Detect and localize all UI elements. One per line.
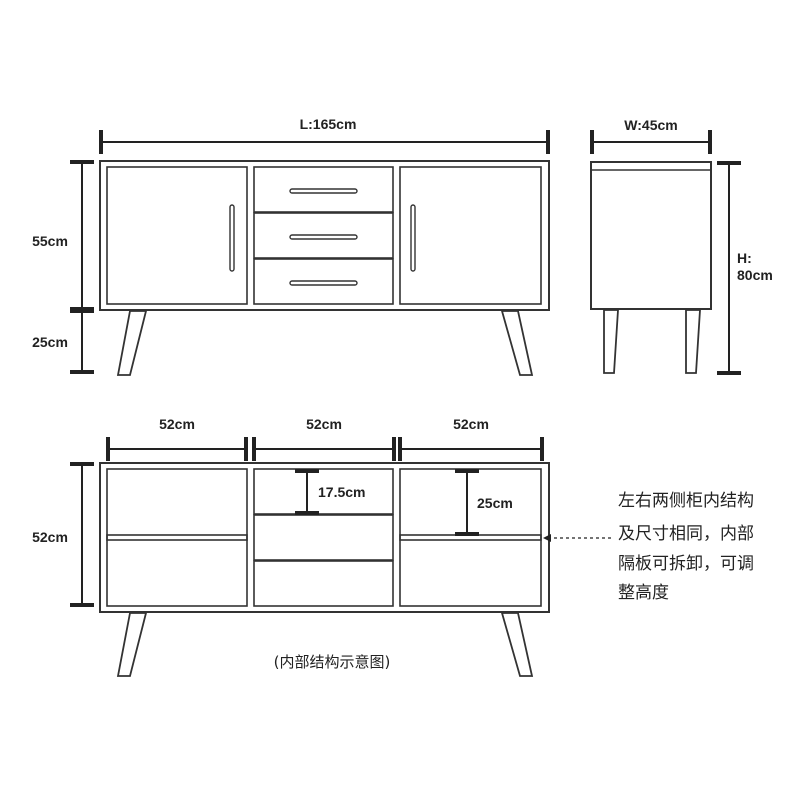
interior-right-leg [500,612,534,677]
side-panel [590,161,712,310]
front-view [70,130,550,376]
shelf-height-label: 25cm [477,495,513,511]
leg-height-label: 25cm [32,334,68,350]
cabinet-body [99,160,550,311]
right-compartment [399,468,542,607]
left-compartment [106,468,248,607]
left-door [106,166,248,305]
note-line-4: 整高度 [618,583,669,603]
height-label-line2: 80cm [737,267,773,283]
note-pointer-arrowhead [543,534,551,542]
drawer-1-handle [289,188,358,194]
right-shelf [399,534,542,541]
drawer-height-label: 17.5cm [318,484,365,500]
front-left-leg [116,310,148,376]
interior-left-leg [116,612,148,677]
body-height-label: 55cm [32,233,68,249]
note-line-2: 及尺寸相同，内部 [618,524,754,544]
interior-caption: (内部结构示意图) [274,653,391,671]
middle-drawer-3 [253,560,394,607]
front-right-leg [500,310,534,376]
drawer-2-handle [289,234,358,240]
interior-height-label: 52cm [32,529,68,545]
left-door-handle [229,204,235,272]
drawer-3 [253,258,394,305]
left-width-label: 52cm [159,416,195,432]
side-view [590,130,741,375]
note-line-3: 隔板可拆卸，可调 [618,554,754,574]
drawer-3-handle [289,280,358,286]
side-right-leg [685,309,701,374]
middle-width-label: 52cm [306,416,342,432]
height-label-line1: H: [737,250,752,266]
left-shelf [106,534,248,541]
right-width-label: 52cm [453,416,489,432]
drawer-2 [253,212,394,259]
right-door-handle [410,204,416,272]
drawer-1 [253,166,394,213]
right-door [399,166,542,305]
middle-drawer-2 [253,514,394,561]
interior-view [70,437,612,677]
width-label: W:45cm [624,117,677,133]
side-left-leg [603,309,619,374]
length-label: L:165cm [300,116,357,132]
note-line-1: 左右两侧柜内结构 [618,491,754,511]
middle-drawer-1 [253,468,394,515]
